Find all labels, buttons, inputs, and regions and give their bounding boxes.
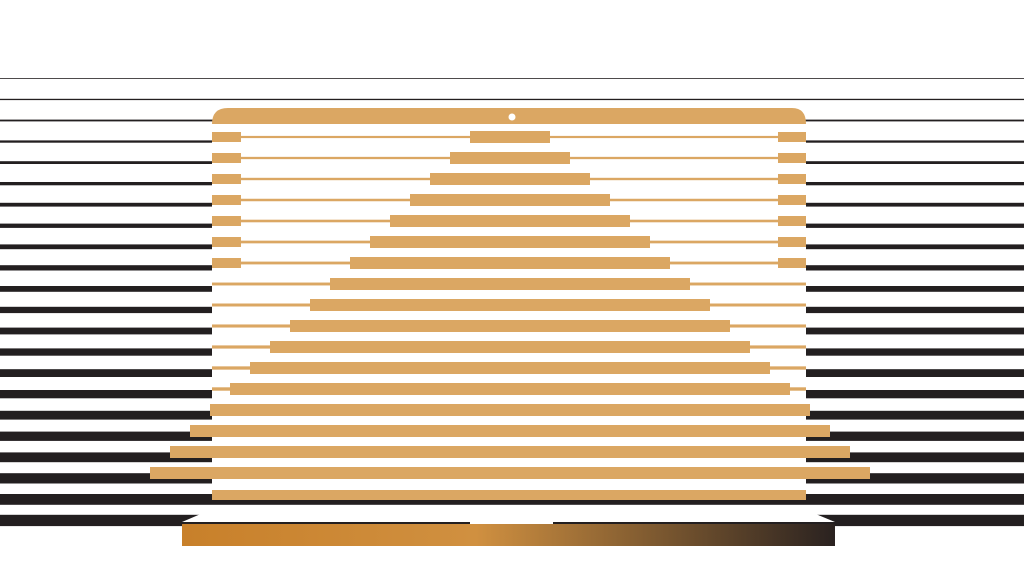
side-tab-right: [778, 195, 806, 205]
pyramid-bar-upper: [390, 215, 630, 227]
camera-icon: [508, 113, 516, 121]
side-tab-right: [778, 216, 806, 226]
pyramid-bar-upper: [430, 173, 590, 185]
pyramid-bar-upper: [370, 236, 650, 248]
pyramid-bar-lower: [470, 278, 550, 290]
pyramid-icon: [150, 131, 870, 479]
background-stripe: [0, 98, 1024, 101]
side-tab-left: [212, 216, 241, 226]
laptop-bottom-bezel: [212, 490, 806, 500]
laptop-icon: [150, 108, 870, 546]
laptop-base-body: [182, 524, 835, 546]
pyramid-bar-upper: [410, 194, 610, 206]
side-tab-right: [778, 258, 806, 268]
pyramid-bar-lower: [430, 320, 590, 332]
pyramid-bar-upper: [470, 131, 550, 143]
side-tab-right: [778, 174, 806, 184]
pyramid-bar-lower: [310, 446, 710, 458]
pyramid-bar-lower: [330, 425, 690, 437]
background-stripe: [0, 78, 1024, 79]
side-tab-left: [212, 195, 241, 205]
pyramid-bar-lower: [370, 383, 650, 395]
side-tab-left: [212, 237, 241, 247]
pyramid-bar-lower: [390, 362, 630, 374]
pyramid-bar-outer: [150, 467, 870, 479]
side-tab-left: [212, 153, 241, 163]
side-tab-left: [212, 132, 241, 142]
laptop-base: [182, 510, 835, 546]
side-tab-right: [778, 153, 806, 163]
pyramid-bar-upper: [450, 152, 570, 164]
side-tab-right: [778, 132, 806, 142]
side-tab-left: [212, 258, 241, 268]
pyramid-bar-lower: [350, 404, 670, 416]
side-tab-right: [778, 237, 806, 247]
pyramid-bar-lower: [450, 299, 570, 311]
pyramid-bar-upper: [350, 257, 670, 269]
side-tab-left: [212, 174, 241, 184]
pyramid-bar-lower: [410, 341, 610, 353]
